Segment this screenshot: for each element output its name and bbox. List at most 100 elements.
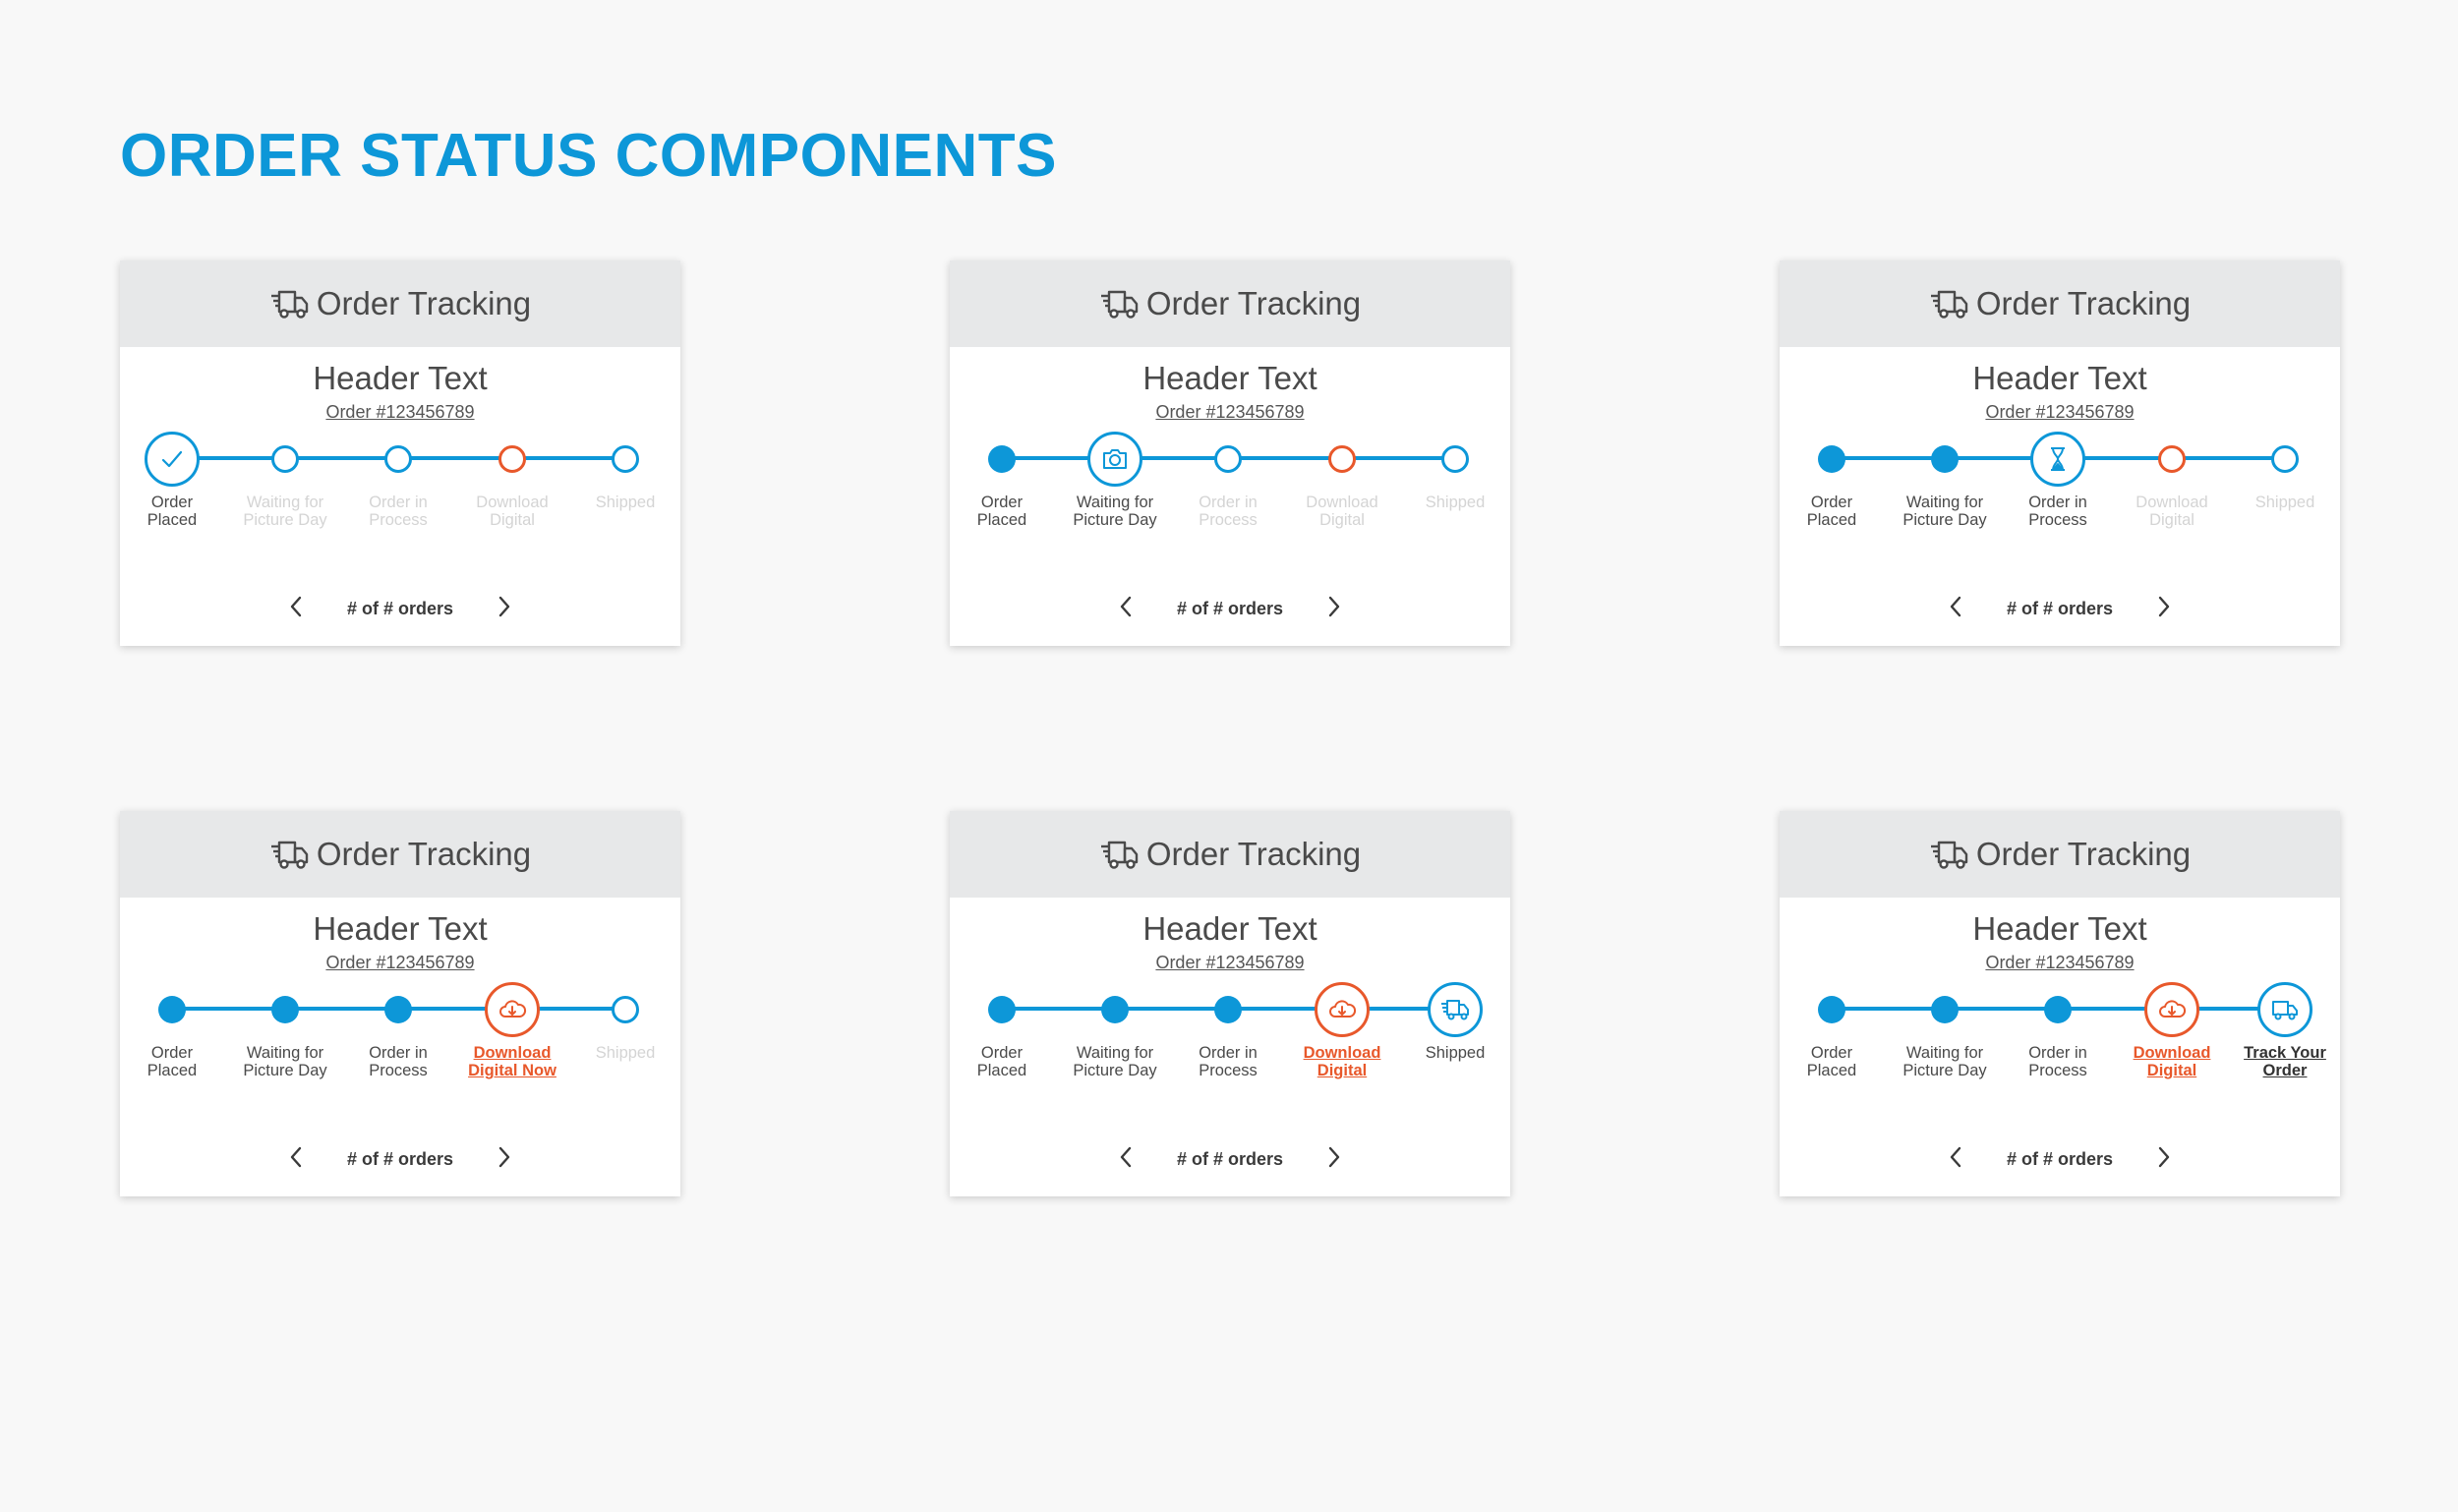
order-pager: # of # orders: [1780, 594, 2340, 624]
order-number-link[interactable]: Order #123456789: [1155, 953, 1305, 973]
status-step: Shipped: [1397, 431, 1513, 511]
step-label: Shipped: [595, 494, 656, 512]
step-label: Shipped: [1425, 1044, 1486, 1063]
delivery-truck-icon: [1099, 288, 1139, 320]
header-text: Header Text: [313, 910, 488, 947]
step-dot-complete: [1101, 996, 1129, 1024]
step-dot-complete: [1818, 445, 1845, 474]
cloud-download-icon[interactable]: [2144, 982, 2199, 1038]
chevron-left-icon[interactable]: [286, 594, 308, 624]
step-dot-complete: [988, 996, 1016, 1024]
card-header: Order Tracking: [950, 811, 1510, 898]
delivery-truck-icon: [269, 839, 309, 870]
page-title: ORDER STATUS COMPONENTS: [120, 122, 1058, 190]
chevron-right-icon[interactable]: [2152, 594, 2174, 624]
order-number-link[interactable]: Order #123456789: [1155, 402, 1305, 423]
cloud-download-icon[interactable]: [485, 982, 540, 1038]
card-header: Order Tracking: [120, 811, 680, 898]
pager-count: # of # orders: [2006, 599, 2114, 618]
chevron-right-icon[interactable]: [1322, 1144, 1344, 1175]
truck-icon[interactable]: [2257, 982, 2312, 1038]
order-number-link[interactable]: Order #123456789: [1985, 402, 2135, 423]
delivery-truck-icon: [1929, 288, 1968, 320]
card-header: Order Tracking: [1780, 261, 2340, 347]
fast-truck-icon: [1428, 982, 1483, 1038]
status-step: Shipped: [567, 431, 683, 511]
header-text: Header Text: [1142, 360, 1317, 396]
step-dot-pending: [1214, 445, 1242, 474]
cloud-download-icon[interactable]: [1315, 982, 1370, 1038]
card-title: Order Tracking: [316, 285, 532, 321]
chevron-right-icon[interactable]: [493, 1144, 514, 1175]
card-title: Order Tracking: [316, 836, 532, 872]
card-title: Order Tracking: [1145, 285, 1362, 321]
chevron-left-icon[interactable]: [1946, 1144, 1967, 1175]
step-dot-complete: [1818, 996, 1845, 1024]
step-dot-complete: [2044, 996, 2072, 1024]
status-step: Shipped: [567, 981, 683, 1062]
pager-count: # of # orders: [346, 1149, 454, 1169]
chevron-right-icon[interactable]: [1322, 594, 1344, 624]
header-text: Header Text: [1142, 910, 1317, 947]
order-number-link[interactable]: Order #123456789: [325, 402, 475, 423]
order-pager: # of # orders: [120, 1144, 680, 1175]
pager-count: # of # orders: [346, 599, 454, 618]
step-dot-pending: [2271, 445, 2299, 474]
status-step: Shipped: [2227, 431, 2343, 511]
chevron-left-icon[interactable]: [1946, 594, 1967, 624]
chevron-right-icon[interactable]: [493, 594, 514, 624]
order-number-link[interactable]: Order #123456789: [325, 953, 475, 973]
chevron-left-icon[interactable]: [1116, 1144, 1138, 1175]
delivery-truck-icon: [1099, 839, 1139, 870]
pager-count: # of # orders: [1176, 599, 1284, 618]
chevron-right-icon[interactable]: [2152, 1144, 2174, 1175]
card-header: Order Tracking: [120, 261, 680, 347]
chevron-left-icon[interactable]: [1116, 594, 1138, 624]
order-number-link[interactable]: Order #123456789: [1985, 953, 2135, 973]
order-pager: # of # orders: [1780, 1144, 2340, 1175]
step-dot-pending: [612, 996, 639, 1024]
chevron-left-icon[interactable]: [286, 1144, 308, 1175]
